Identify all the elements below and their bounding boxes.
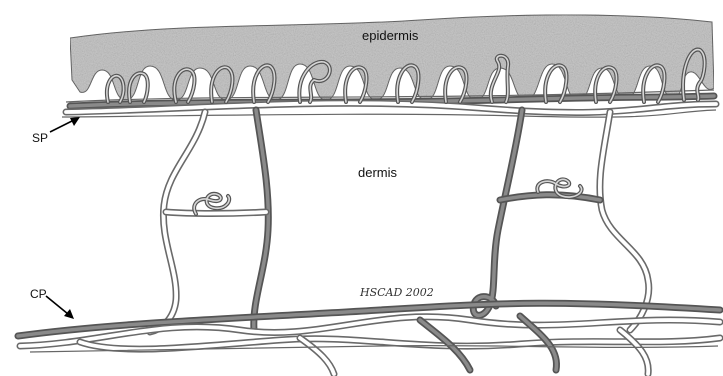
sp-label: SP	[32, 131, 48, 145]
artist-signature: HSCAD 2002	[359, 286, 434, 299]
superficial-plexus	[62, 90, 716, 117]
cutaneous-plexus	[18, 303, 720, 374]
epidermis-label: epidermis	[362, 28, 419, 43]
sp-arrow-icon	[50, 117, 80, 132]
cp-arrow-icon	[46, 296, 74, 319]
dermis-label: dermis	[358, 165, 398, 180]
cp-label: CP	[30, 287, 47, 301]
